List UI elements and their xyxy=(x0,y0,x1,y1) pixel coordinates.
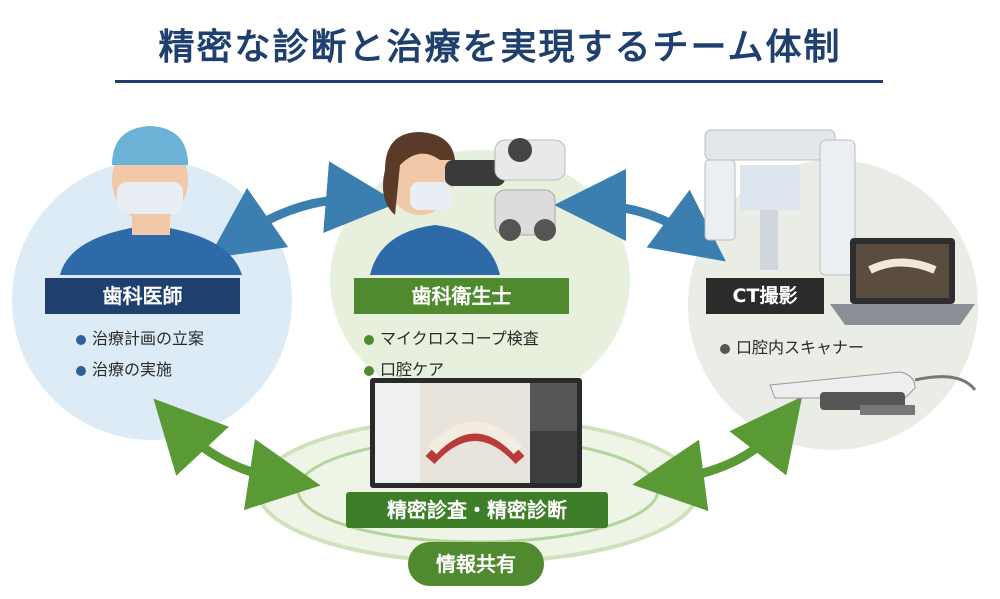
list-item: 治療計画の立案 xyxy=(76,325,204,349)
hygienist-bullets: マイクロスコープ検査 口腔ケア xyxy=(364,325,539,387)
bullet-dot xyxy=(76,334,86,345)
list-item-text: 口腔内スキャナー xyxy=(736,338,865,357)
arrow-ct-center xyxy=(632,396,803,512)
hygienist-illustration xyxy=(370,132,566,275)
bullet-dot xyxy=(364,365,374,376)
ct-label: CT撮影 xyxy=(706,278,824,314)
list-item-text: 治療計画の立案 xyxy=(92,329,205,348)
center-label: 精密診査・精密診断 xyxy=(346,492,608,528)
laptop-illustration xyxy=(830,238,975,325)
dentist-label: 歯科医師 xyxy=(45,278,240,314)
bullet-dot xyxy=(364,334,374,345)
list-item: 治療の実施 xyxy=(76,356,204,380)
list-item-text: 口腔ケア xyxy=(380,360,445,379)
list-item: 口腔内スキャナー xyxy=(720,334,864,358)
monitor-illustration xyxy=(370,378,582,488)
arrow-hygienist-ct xyxy=(554,169,726,262)
title-underline xyxy=(115,80,883,83)
ct-bullets: 口腔内スキャナー xyxy=(720,334,864,365)
list-item-text: 治療の実施 xyxy=(92,360,173,379)
list-item: マイクロスコープ検査 xyxy=(364,325,539,349)
dentist-illustration xyxy=(60,126,242,275)
page-title: 精密な診断と治療を実現するチーム体制 xyxy=(158,27,842,68)
bullet-dot xyxy=(76,365,86,376)
ct-machine-illustration xyxy=(704,129,856,276)
arrow-dentist-hygienist xyxy=(208,161,398,259)
intraoral-scanner-illustration xyxy=(769,371,977,415)
dentist-bullets: 治療計画の立案 治療の実施 xyxy=(76,325,204,387)
list-item-text: マイクロスコープ検査 xyxy=(380,329,539,348)
information-sharing-badge: 情報共有 xyxy=(408,542,544,586)
bullet-dot xyxy=(720,343,730,354)
arrow-dentist-center xyxy=(153,398,321,511)
list-item: 口腔ケア xyxy=(364,356,539,380)
hygienist-label: 歯科衛生士 xyxy=(354,278,569,314)
